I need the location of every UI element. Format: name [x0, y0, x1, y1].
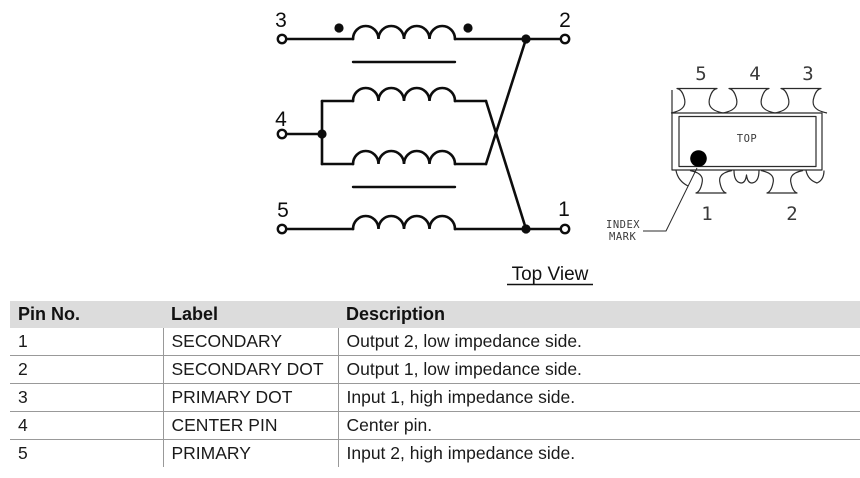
schematic-pin4-label: 4	[275, 108, 287, 131]
package-pin5-label: 5	[695, 63, 706, 85]
junction-dot-pin2	[521, 34, 531, 44]
header-label: Label	[163, 301, 338, 328]
package-body-outer	[671, 112, 823, 171]
cell-pin: 2	[10, 355, 164, 384]
figure-svg: 3 2 4 5 1 5 4 3 1 2 TO	[275, 9, 828, 286]
cell-description: Output 2, low impedance side.	[338, 328, 860, 356]
table-header-row: Pin No. Label Description	[10, 301, 860, 328]
schematic-pin2-label: 2	[559, 9, 571, 32]
cell-label: PRIMARY DOT	[163, 383, 339, 412]
header-pin-no: Pin No.	[10, 301, 163, 328]
cell-pin: 5	[10, 439, 164, 467]
package-pin2-label: 2	[786, 203, 797, 225]
terminal-pin4	[276, 128, 288, 140]
schematic-pin1-label: 1	[558, 198, 570, 221]
cell-description: Output 1, low impedance side.	[338, 355, 860, 384]
package-bottom-right-curve	[805, 170, 825, 184]
table-row: 3 PRIMARY DOT Input 1, high impedance si…	[10, 383, 860, 412]
terminal-pin3	[276, 33, 288, 45]
table-row: 1 SECONDARY Output 2, low impedance side…	[10, 328, 860, 356]
package-pin4-shape	[722, 87, 776, 114]
index-mark-dot	[690, 150, 707, 167]
pin-description-table: Pin No. Label Description 1 SECONDARY Ou…	[10, 301, 860, 467]
cell-label: SECONDARY DOT	[163, 355, 339, 384]
package-pin1-label: 1	[701, 203, 712, 225]
junction-dot-pin4	[317, 129, 327, 139]
schematic-pin3-label: 3	[275, 9, 287, 32]
figure-caption: Top View	[512, 264, 589, 285]
cell-description: Input 1, high impedance side.	[338, 383, 860, 412]
cross-wire-down	[484, 99, 528, 231]
schematic-pin5-label: 5	[277, 199, 289, 222]
header-description: Description	[338, 301, 860, 328]
table-row: 4 CENTER PIN Center pin.	[10, 411, 860, 440]
package-pin2-shape	[760, 169, 804, 194]
cross-wire-up	[484, 37, 528, 166]
winding-primary	[351, 24, 457, 41]
phase-dot-right	[463, 23, 473, 33]
junction-dot-pin1	[521, 224, 531, 234]
package-pin4-label: 4	[749, 63, 760, 85]
terminal-pin1	[559, 223, 571, 235]
cell-pin: 1	[10, 328, 164, 356]
table-row: 2 SECONDARY DOT Output 1, low impedance …	[10, 355, 860, 384]
winding-center-top	[351, 86, 457, 103]
cell-pin: 4	[10, 411, 164, 440]
winding-center-bottom	[351, 149, 457, 166]
package-bottom-center-curve	[733, 170, 760, 184]
cell-description: Center pin.	[338, 411, 860, 440]
cell-label: SECONDARY	[163, 328, 339, 356]
cell-pin: 3	[10, 383, 164, 412]
package-pin5-shape	[670, 87, 724, 114]
cell-label: PRIMARY	[163, 439, 339, 467]
index-mark-leader-line	[643, 167, 698, 232]
package-top-view	[643, 87, 828, 232]
package-pin1-shape	[689, 169, 733, 194]
winding-secondary	[351, 214, 457, 231]
package-bottom-left-curve	[675, 170, 689, 187]
terminal-pin5	[276, 223, 288, 235]
package-pin3-label: 3	[802, 63, 813, 85]
index-mark-label-line1: INDEX	[606, 219, 640, 231]
package-top-label: TOP	[737, 133, 757, 145]
cell-label: CENTER PIN	[163, 411, 339, 440]
phase-dot-left	[334, 23, 344, 33]
table-row: 5 PRIMARY Input 2, high impedance side.	[10, 439, 860, 467]
package-pin3-shape	[774, 87, 828, 114]
package-body-inner	[678, 115, 817, 168]
index-mark-label-line2: MARK	[609, 231, 636, 243]
terminal-pin2	[559, 33, 571, 45]
cell-description: Input 2, high impedance side.	[338, 439, 860, 467]
transformer-schematic	[276, 23, 571, 235]
